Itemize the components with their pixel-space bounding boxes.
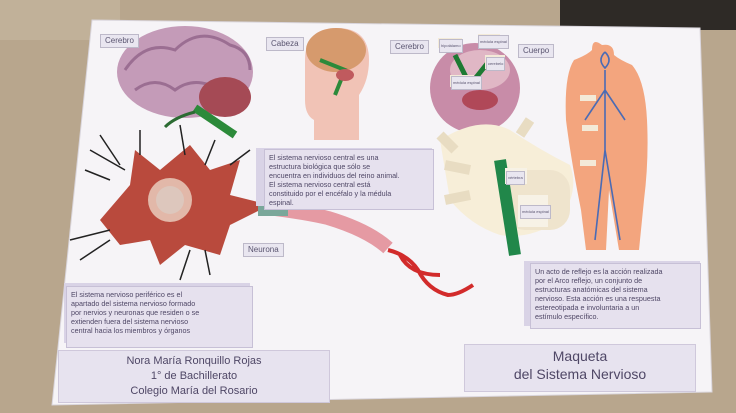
- text-line: por nervios y neuronas que residen o se: [71, 308, 200, 317]
- text-line: El sistema nervioso periférico es el: [71, 290, 183, 299]
- dark-corner: [560, 0, 736, 30]
- mini-label: hipotálamo: [439, 39, 463, 53]
- text-line: por el Arco reflejo, un conjunto de: [535, 276, 643, 285]
- title-line-2: del Sistema Nervioso: [513, 366, 647, 382]
- author-school: Colegio María del Rosario: [130, 385, 258, 397]
- title-line-1: Maqueta: [552, 348, 608, 364]
- text-line: encuentra en individuos del reino animal…: [269, 171, 400, 180]
- label-brain-2: Cerebro: [390, 40, 429, 54]
- label-neuron: Neurona: [243, 243, 284, 257]
- text-line: estereotipada e involuntaria a un: [535, 303, 640, 312]
- mini-label: cerebelo: [486, 57, 506, 71]
- text-reflex: Un acto de reflejo es la acción realizad…: [530, 263, 701, 329]
- mini-label: médula espinal: [451, 76, 482, 90]
- text-line: El sistema nervioso central es una: [269, 153, 379, 162]
- mini-label: vértebra: [506, 171, 525, 185]
- text-line: nervioso. Esta acción es una respuesta: [535, 294, 661, 303]
- text-line: Un acto de reflejo es la acción realizad…: [535, 267, 663, 276]
- mini-label: médula espinal: [520, 205, 551, 219]
- text-line: extienden fuera del sistema nervioso: [71, 317, 189, 326]
- text-central: El sistema nervioso central es una estru…: [264, 149, 434, 210]
- text-line: estructuras anatómicas del sistema: [535, 285, 648, 294]
- text-line: estímulo específico.: [535, 312, 599, 321]
- text-line: espinal.: [269, 198, 294, 207]
- neuron-model: [69, 124, 475, 298]
- text-peripheral: El sistema nervioso periférico es el apa…: [66, 286, 253, 348]
- label-head: Cabeza: [266, 37, 304, 51]
- author-grade: 1° de Bachillerato: [150, 370, 238, 382]
- label-brain: Cerebro: [100, 34, 139, 48]
- head-model: [305, 28, 369, 140]
- title-box: Maqueta del Sistema Nervioso: [464, 344, 696, 392]
- text-line: apartado del sistema nervioso formado: [71, 299, 196, 308]
- text-line: El sistema nervioso central está: [269, 180, 371, 189]
- text-line: central hacia los miembros y órganos: [71, 326, 191, 335]
- mini-label: médula espinal: [478, 35, 509, 49]
- label-body: Cuerpo: [518, 44, 555, 58]
- text-line: estructura biológica que sólo se: [269, 162, 371, 171]
- author-box: Nora María Ronquillo Rojas 1° de Bachill…: [58, 350, 330, 403]
- author-name: Nora María Ronquillo Rojas: [126, 355, 262, 367]
- body-model: [565, 41, 648, 251]
- text-line: constituido por el encéfalo y la médula: [269, 189, 392, 198]
- brain-model: [117, 26, 253, 139]
